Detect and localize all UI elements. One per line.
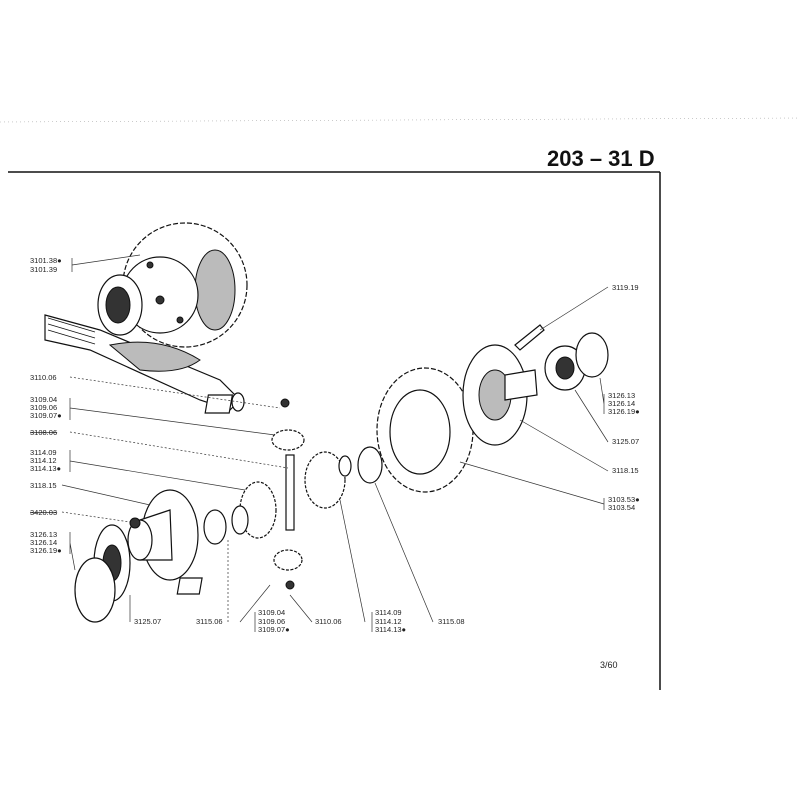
sheet-title: 203 – 31 D bbox=[547, 146, 655, 171]
label-3109-07-b: 3109.07● bbox=[258, 625, 290, 634]
label-3103-53: 3103.53● bbox=[608, 495, 640, 504]
label-3118-15-r: 3118.15 bbox=[612, 466, 639, 475]
right-gear-assembly bbox=[376, 324, 609, 493]
label-3114-12-b: 3114.12 bbox=[375, 617, 402, 626]
label-3109-04-b: 3109.04 bbox=[258, 608, 285, 617]
label-3109-07: 3109.07● bbox=[30, 411, 62, 420]
label-3110-06: 3110.06 bbox=[30, 373, 57, 382]
label-3126-14-r: 3126.14 bbox=[608, 399, 635, 408]
label-3101-39: 3101.39 bbox=[30, 265, 57, 274]
left-hub-assembly bbox=[74, 489, 199, 623]
center-parts bbox=[176, 394, 383, 595]
scan-edge bbox=[0, 117, 800, 123]
label-3126-13-r: 3126.13 bbox=[608, 391, 635, 400]
label-3114-09: 3114.09 bbox=[30, 448, 57, 457]
label-3115-08: 3115.08 bbox=[438, 617, 465, 626]
label-3108-06: 3108.06 bbox=[30, 428, 57, 437]
label-3125-07-r: 3125.07 bbox=[612, 437, 639, 446]
label-3114-13: 3114.13● bbox=[30, 464, 61, 473]
left-labels: 3101.38● 3101.39 3110.06 3109.04 3109.06… bbox=[30, 256, 161, 626]
label-3118-15: 3118.15 bbox=[30, 481, 57, 490]
label-3101-38: 3101.38● bbox=[30, 256, 62, 265]
label-3103-54: 3103.54 bbox=[608, 503, 635, 512]
label-3126-14: 3126.14 bbox=[30, 538, 57, 547]
label-3110-06-b: 3110.06 bbox=[315, 617, 342, 626]
label-3109-06: 3109.06 bbox=[30, 403, 57, 412]
label-3126-13: 3126.13 bbox=[30, 530, 57, 539]
label-3126-19: 3126.19● bbox=[30, 546, 62, 555]
label-3114-12: 3114.12 bbox=[30, 456, 57, 465]
label-3114-09-b: 3114.09 bbox=[375, 608, 402, 617]
label-3115-06: 3115.06 bbox=[196, 617, 223, 626]
label-3125-07: 3125.07 bbox=[134, 617, 161, 626]
label-3109-04: 3109.04 bbox=[30, 395, 57, 404]
label-3109-06-b: 3109.06 bbox=[258, 617, 285, 626]
label-3114-13-b: 3114.13● bbox=[375, 625, 406, 634]
right-labels: 3119.19 3126.13 3126.14 3126.19● 3125.07… bbox=[608, 283, 640, 512]
page-number: 3/60 bbox=[600, 660, 618, 670]
label-3119-19: 3119.19 bbox=[612, 283, 639, 292]
leader-lines bbox=[61, 254, 609, 632]
bottom-labels: 3115.06 3109.04 3109.06 3109.07● 3110.06… bbox=[196, 608, 465, 634]
assembled-differential bbox=[44, 222, 248, 412]
label-3420-03: 3420.03 bbox=[30, 508, 57, 517]
label-3126-19-r: 3126.19● bbox=[608, 407, 640, 416]
